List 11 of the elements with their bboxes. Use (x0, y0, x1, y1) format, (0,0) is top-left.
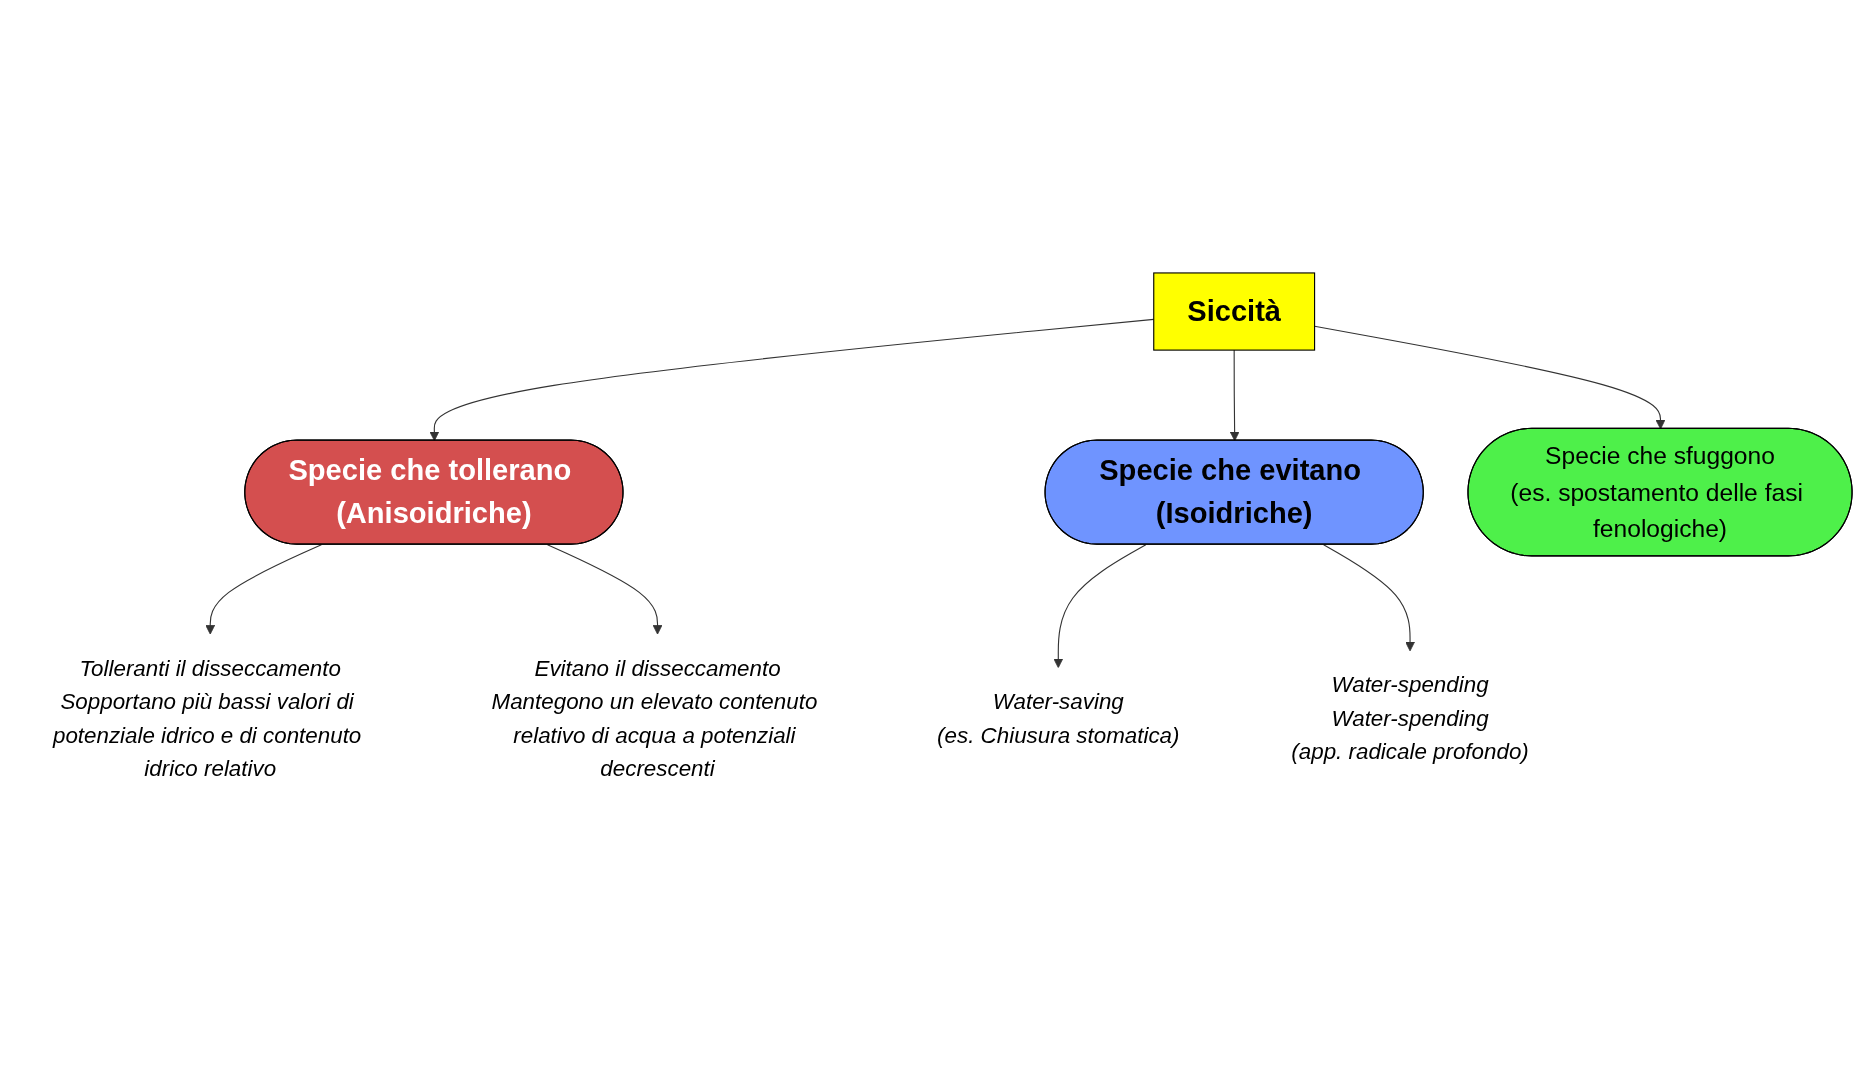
arrow (1314, 325, 1666, 430)
node-box: Siccità (1153, 272, 1316, 351)
node-text: Evitano il disseccamento Mantegono un elevato contenuto relativo di acqua a potenziali decrescenti (491, 655, 818, 781)
node-text: Water-spending Water-spending (app. radicale profondo) (1291, 672, 1529, 764)
arrow (205, 544, 322, 635)
node-text: Water-saving (es. Chiusura stomatica) (937, 689, 1180, 748)
arrow (1053, 544, 1147, 669)
node-text: Tolleranti il disseccamento Sopportano più bassi valori di potenziale idrico e di contenuto idrico relativo (52, 655, 362, 781)
arrow (1229, 349, 1240, 442)
arrow (1323, 544, 1415, 652)
arrow (546, 544, 663, 635)
